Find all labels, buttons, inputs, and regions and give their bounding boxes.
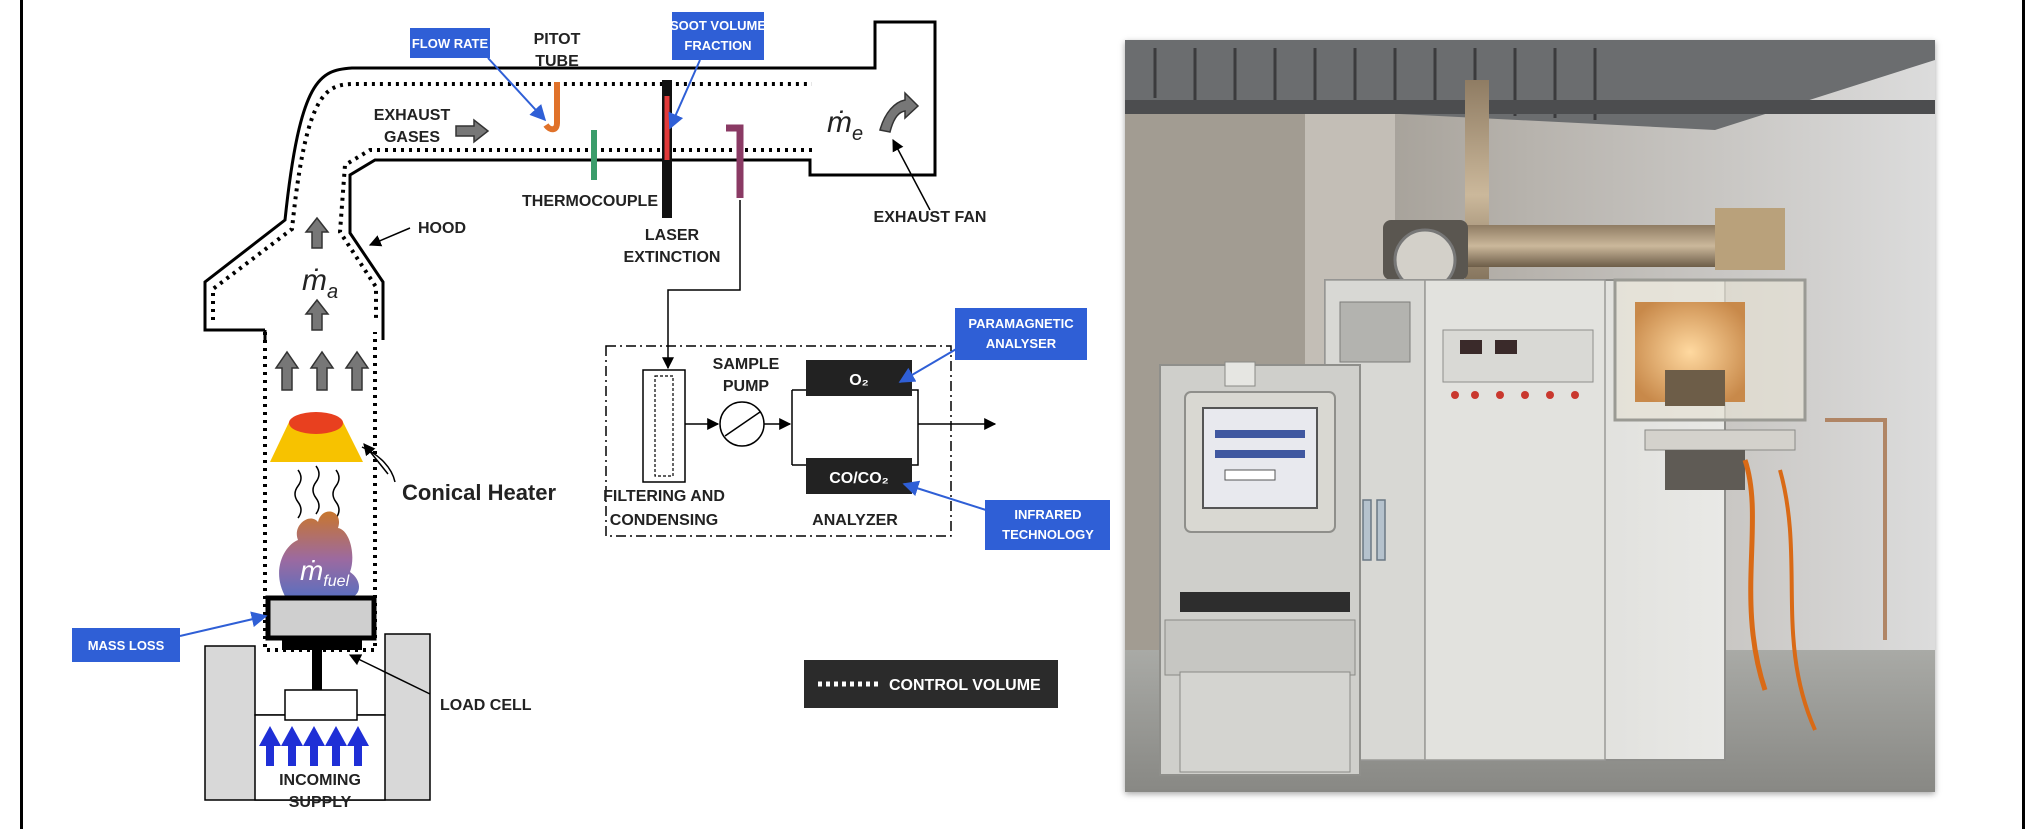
m-fuel-subscript: fuel bbox=[323, 573, 349, 590]
thermocouple-label: THERMOCOUPLE bbox=[522, 193, 658, 210]
sample-pump-label-2: PUMP bbox=[723, 378, 770, 395]
mass-loss-tag bbox=[72, 628, 180, 662]
laser-label-1: LASER bbox=[645, 227, 700, 244]
pitot-label-1: PITOT bbox=[534, 31, 581, 48]
co-co2-label: CO/CO₂ bbox=[829, 470, 889, 487]
control-volume-label: CONTROL VOLUME bbox=[889, 677, 1041, 694]
sample-pump-label-1: SAMPLE bbox=[713, 356, 780, 373]
column-walls bbox=[263, 330, 385, 340]
cone-calorimeter-photo bbox=[1125, 40, 1935, 792]
control-volume-outline bbox=[211, 82, 812, 652]
o2-label: O₂ bbox=[849, 372, 869, 389]
conical-heater-label: Conical Heater bbox=[402, 480, 556, 505]
load-cell-label: LOAD CELL bbox=[440, 697, 532, 714]
svg-text:ṁa: ṁa bbox=[302, 264, 338, 303]
radiation-squiggles bbox=[294, 465, 340, 519]
paramagnetic-label-1: PARAMAGNETIC bbox=[968, 316, 1074, 331]
filtering-label-2: CONDENSING bbox=[610, 512, 718, 529]
pitot-tube bbox=[543, 82, 560, 133]
m-a-subscript: a bbox=[327, 281, 338, 303]
analyzer-label: ANALYZER bbox=[812, 512, 898, 529]
flame bbox=[279, 511, 359, 598]
exhaust-gases-2: GASES bbox=[384, 129, 440, 146]
incoming-supply-2: SUPPLY bbox=[289, 794, 352, 811]
sample-holder bbox=[265, 595, 377, 641]
hood-label: HOOD bbox=[418, 220, 466, 237]
exhaust-fan-label: EXHAUST FAN bbox=[874, 209, 987, 226]
paramagnetic-label-2: ANALYSER bbox=[986, 336, 1057, 351]
filtering-label-1: FILTERING AND bbox=[603, 488, 725, 505]
flow-arrows bbox=[274, 91, 920, 391]
exhaust-gases-1: EXHAUST bbox=[374, 107, 451, 124]
filter-condenser bbox=[642, 369, 686, 483]
right-border bbox=[2022, 0, 2025, 829]
m-a-symbol: ṁ bbox=[302, 264, 327, 297]
soot-label-2: FRACTION bbox=[684, 38, 751, 53]
m-fuel-symbol: ṁ bbox=[300, 555, 323, 586]
infrared-label-1: INFRARED bbox=[1014, 507, 1081, 522]
paramagnetic-tag bbox=[955, 308, 1087, 360]
mass-loss-label: MASS LOSS bbox=[88, 638, 165, 653]
m-e-subscript: e bbox=[852, 123, 863, 145]
incoming-supply-arrows bbox=[259, 726, 369, 766]
pitot-label-2: TUBE bbox=[535, 53, 579, 70]
svg-text:ṁfuel: ṁfuel bbox=[300, 555, 350, 590]
sample-probe bbox=[726, 124, 744, 198]
soot-volume-tag bbox=[672, 12, 764, 60]
infrared-label-2: TECHNOLOGY bbox=[1002, 527, 1094, 542]
photo-illustration bbox=[1125, 40, 1935, 792]
incoming-supply-1: INCOMING bbox=[279, 772, 361, 789]
control-volume-legend bbox=[804, 660, 1058, 708]
co-co2-sensor-box bbox=[806, 458, 912, 494]
flow-rate-label: FLOW RATE bbox=[412, 36, 489, 51]
infrared-tag bbox=[985, 500, 1110, 550]
flow-rate-tag bbox=[410, 28, 490, 58]
conical-heater bbox=[270, 420, 363, 462]
cone-calorimeter-diagram: ṁe ṁa FLOW RATE PITOT TUBE SOOT VOLUME F… bbox=[72, 12, 1110, 811]
analyzer-system-box bbox=[605, 345, 952, 537]
left-border bbox=[20, 0, 23, 829]
soot-label-1: SOOT VOLUME bbox=[670, 18, 766, 33]
m-e-symbol: ṁ bbox=[827, 106, 852, 139]
svg-text:ṁe: ṁe bbox=[827, 106, 863, 145]
hood-duct-outline bbox=[203, 20, 937, 332]
laser-label-2: EXTINCTION bbox=[624, 249, 721, 266]
o2-sensor-box bbox=[806, 360, 912, 396]
